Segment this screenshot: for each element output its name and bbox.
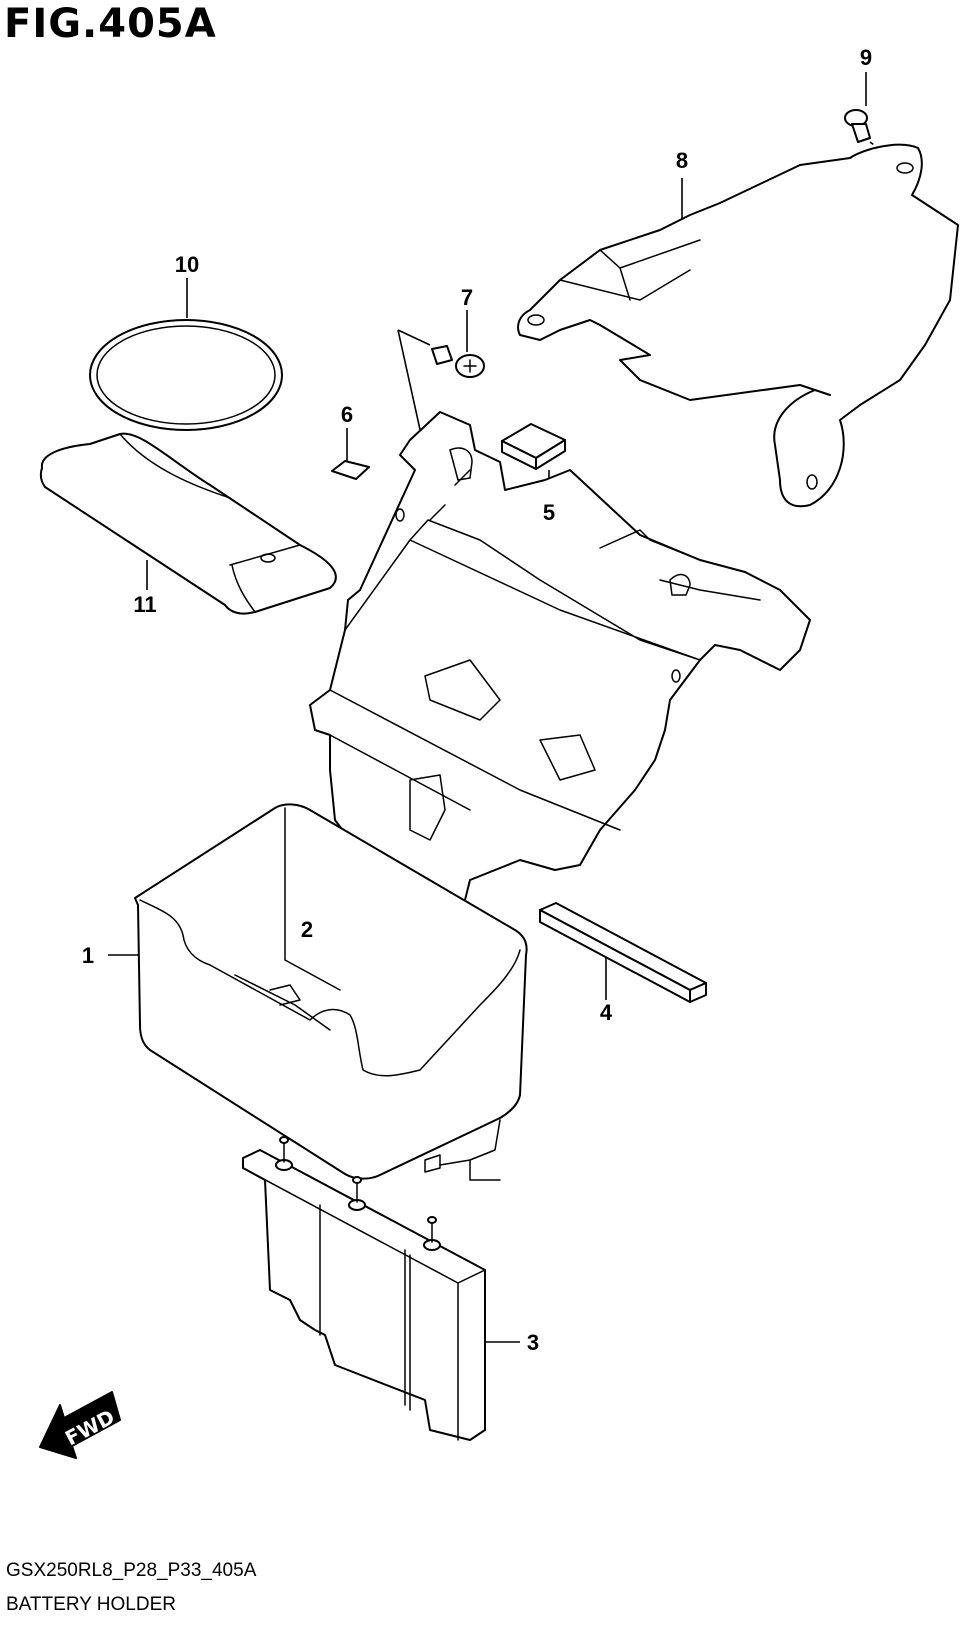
callout-7: 7: [461, 285, 473, 310]
figure-title: FIG.405A: [4, 1, 217, 47]
callout-5: 5: [543, 500, 555, 525]
part-8-cover: [517, 143, 959, 508]
figure-name: BATTERY HOLDER: [6, 1594, 176, 1615]
part-3-bracket: [242, 1136, 520, 1441]
part-9-clip: [844, 72, 906, 169]
callout-4: 4: [600, 1000, 613, 1025]
callout-10: 10: [175, 252, 199, 277]
callout-9: 9: [860, 45, 872, 70]
part-1-tray: [108, 803, 528, 1181]
part-10-band: [89, 278, 283, 431]
part-4-strip: [539, 902, 707, 1003]
figure-code: GSX250RL8_P28_P33_405A: [6, 1560, 257, 1581]
part-11-pad: [39, 432, 337, 615]
bolt-icon: [348, 1176, 366, 1211]
forward-arrow-icon: FWD: [39, 1391, 121, 1459]
callout-3: 3: [527, 1330, 539, 1355]
part-6-pad: [331, 428, 370, 480]
callout-2: 2: [301, 917, 313, 942]
callout-6: 6: [341, 402, 353, 427]
main-frame-assembly: [309, 411, 811, 921]
bolt-icon: [275, 1136, 293, 1171]
callout-1: 1: [82, 943, 94, 968]
part-5-cushion: [501, 423, 566, 500]
callout-8: 8: [676, 148, 688, 173]
bolt-icon: [423, 1216, 441, 1251]
callout-11: 11: [133, 592, 156, 617]
